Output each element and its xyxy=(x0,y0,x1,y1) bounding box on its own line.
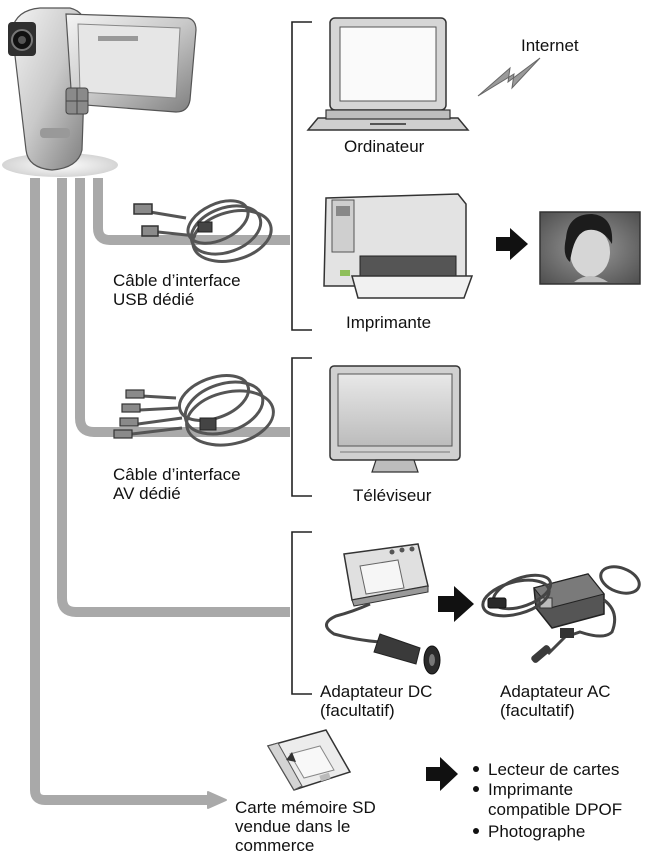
route-sd xyxy=(30,178,212,805)
usb-cable-icon xyxy=(133,199,273,263)
av-cable-label-line1: Câble d’interface xyxy=(113,465,241,484)
dc-adapter-icon xyxy=(325,543,441,675)
bullet-dot xyxy=(473,785,479,792)
bullet-printer: Imprimante xyxy=(473,780,573,800)
bullet-text: Imprimante xyxy=(488,780,574,799)
tv-label: Téléviseur xyxy=(353,486,432,505)
av-cable-label-line2: AV dédié xyxy=(113,484,181,503)
usb-cable-label-line1: Câble d’interface xyxy=(113,271,241,290)
bullet-card-reader: Lecteur de cartes xyxy=(473,760,619,780)
sd-card-label-line1: Carte mémoire SD xyxy=(235,798,376,817)
bullet-dot xyxy=(473,827,479,834)
sd-card-icon xyxy=(266,729,352,791)
brackets xyxy=(291,21,312,695)
computer-label: Ordinateur xyxy=(344,137,425,156)
bullet-text: Lecteur de cartes xyxy=(488,760,620,779)
tv-icon xyxy=(329,365,461,473)
arrow-right-icon xyxy=(438,586,474,622)
ac-adapter-icon xyxy=(481,565,641,663)
dc-adapter-label-line1: Adaptateur DC xyxy=(320,682,433,701)
route-av xyxy=(75,178,290,437)
bullet-photographer: Photographe xyxy=(473,822,585,842)
bullet-text: Photographe xyxy=(488,822,586,841)
arrow-right-icon xyxy=(426,757,458,791)
bullet-dot xyxy=(473,765,479,772)
bullet-printer-continued: compatible DPOF xyxy=(488,800,622,820)
camera-icon xyxy=(2,7,197,177)
internet-label: Internet xyxy=(521,36,579,55)
route-dc xyxy=(57,178,290,617)
internet-bolt-icon xyxy=(477,57,541,97)
route-usb xyxy=(93,178,290,245)
laptop-icon xyxy=(306,17,470,131)
dc-adapter-label-line2: (facultatif) xyxy=(320,701,395,720)
bracket-adapter xyxy=(291,531,312,695)
connector-lines xyxy=(30,178,290,809)
printer-icon xyxy=(323,193,474,299)
sd-card-label-line2: vendue dans le xyxy=(235,817,351,836)
sd-card-label-line3: commerce xyxy=(235,836,315,855)
arrow-right-icon xyxy=(496,228,528,260)
bracket-computer-printer xyxy=(291,21,312,331)
usb-cable-label-line2: USB dédié xyxy=(113,290,195,309)
route-sd-arrowhead xyxy=(207,791,227,809)
bullet-text: compatible DPOF xyxy=(488,800,623,819)
av-cable-icon xyxy=(113,374,275,447)
ac-adapter-label-line2: (facultatif) xyxy=(500,701,575,720)
printer-label: Imprimante xyxy=(346,313,432,332)
ac-adapter-label-line1: Adaptateur AC xyxy=(500,682,611,701)
photo-print-icon xyxy=(539,211,641,285)
bracket-tv xyxy=(291,357,312,497)
